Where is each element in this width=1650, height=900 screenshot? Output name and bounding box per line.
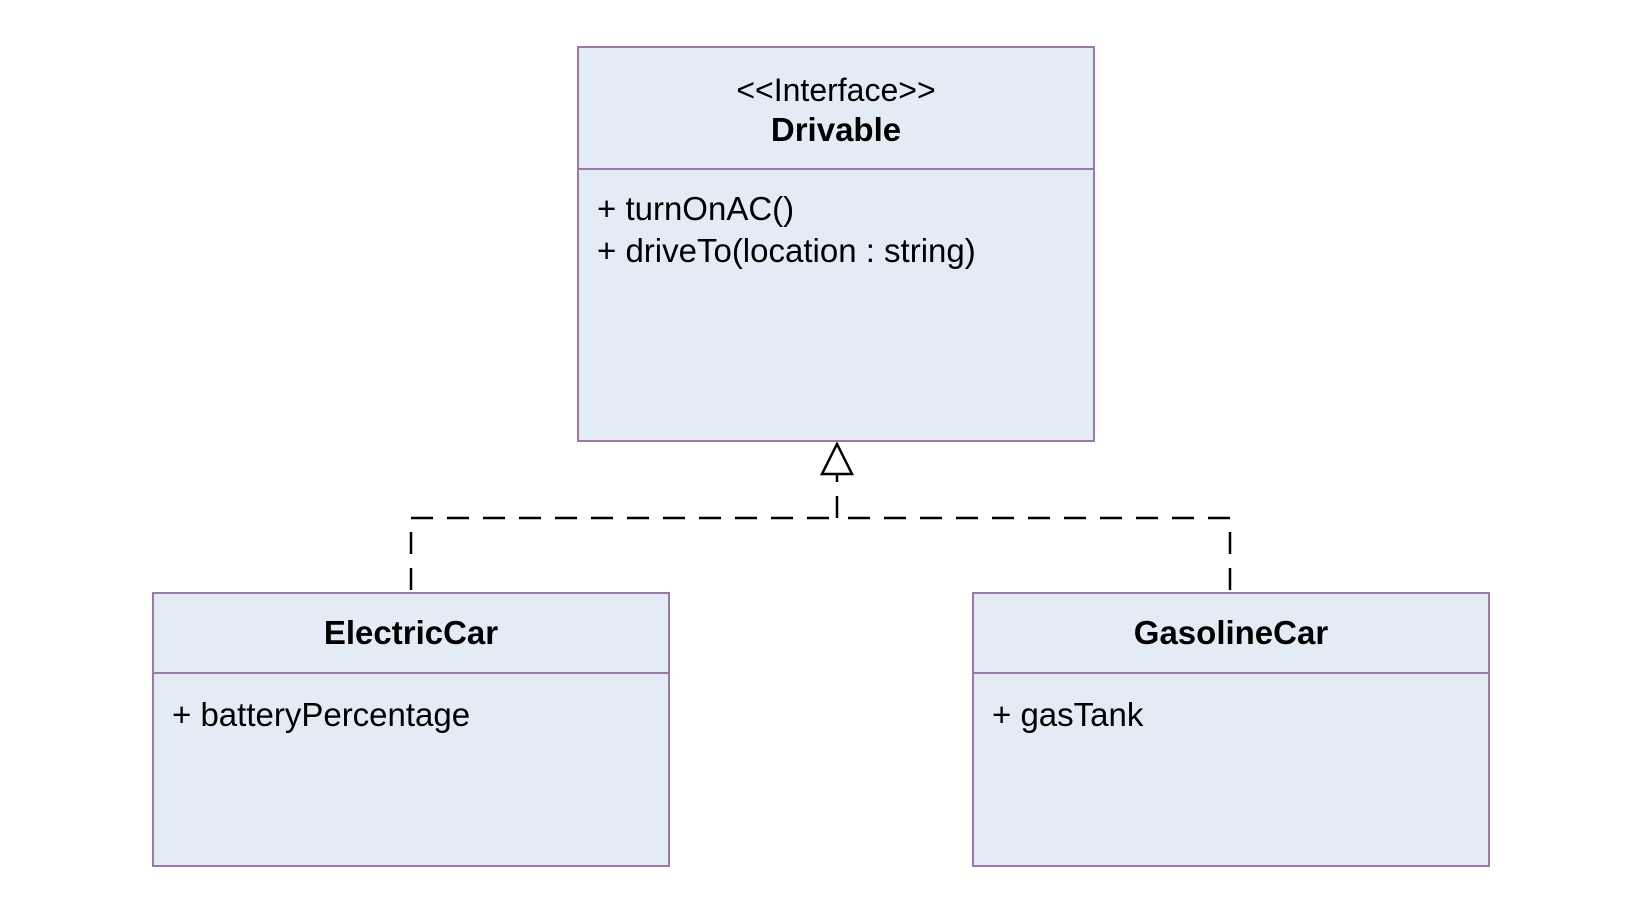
class-name: GasolineCar	[1133, 614, 1329, 651]
class-electric-car-attributes: + batteryPercentage	[154, 674, 668, 736]
class-gasoline-car-attributes: + gasTank	[974, 674, 1488, 736]
class-electric-car[interactable]: ElectricCar + batteryPercentage	[152, 592, 670, 867]
realization-line-gasoline-car	[837, 516, 1232, 590]
interface-stereotype: <<Interface>>	[736, 72, 936, 108]
realization-arrowhead	[819, 441, 855, 476]
class-name: ElectricCar	[323, 614, 499, 651]
interface-drivable-methods: + turnOnAC() + driveTo(location : string…	[579, 170, 1093, 272]
class-electric-car-header: ElectricCar	[154, 594, 668, 674]
method-drive-to: + driveTo(location : string)	[597, 232, 976, 269]
interface-drivable-header: <<Interface>> Drivable	[579, 48, 1093, 170]
realization-line-electric-car	[409, 516, 837, 590]
attribute-gas-tank: + gasTank	[992, 696, 1144, 733]
method-turn-on-ac: + turnOnAC()	[597, 190, 795, 227]
class-gasoline-car-header: GasolineCar	[974, 594, 1488, 674]
interface-drivable[interactable]: <<Interface>> Drivable + turnOnAC() + dr…	[577, 46, 1095, 442]
attribute-battery-percentage: + batteryPercentage	[172, 696, 471, 733]
interface-name: Drivable	[770, 111, 902, 148]
class-gasoline-car[interactable]: GasolineCar + gasTank	[972, 592, 1490, 867]
